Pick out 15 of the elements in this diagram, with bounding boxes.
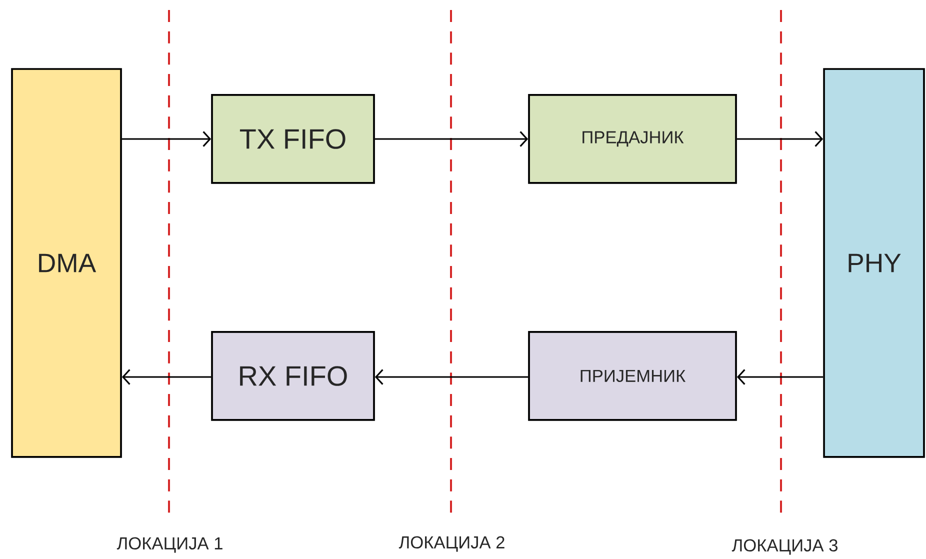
block-box: RX FIFO bbox=[211, 331, 375, 421]
block-box: DMA bbox=[11, 68, 122, 458]
location-label: ЛОКАЦИЈА 1 bbox=[116, 537, 222, 553]
block-box: ПРИЈЕМНИК bbox=[528, 331, 737, 421]
arrow bbox=[122, 131, 212, 147]
arrow bbox=[374, 369, 528, 385]
block-box: ПРЕДАЈНИК bbox=[528, 94, 737, 184]
arrow bbox=[374, 131, 528, 147]
arrow bbox=[736, 369, 824, 385]
arrow bbox=[736, 131, 824, 147]
block-box: PHY bbox=[823, 68, 925, 458]
block-box: TX FIFO bbox=[211, 94, 375, 184]
location-label: ЛОКАЦИЈА 2 bbox=[398, 536, 504, 552]
arrow bbox=[122, 369, 212, 385]
location-label: ЛОКАЦИЈА 3 bbox=[732, 539, 838, 555]
